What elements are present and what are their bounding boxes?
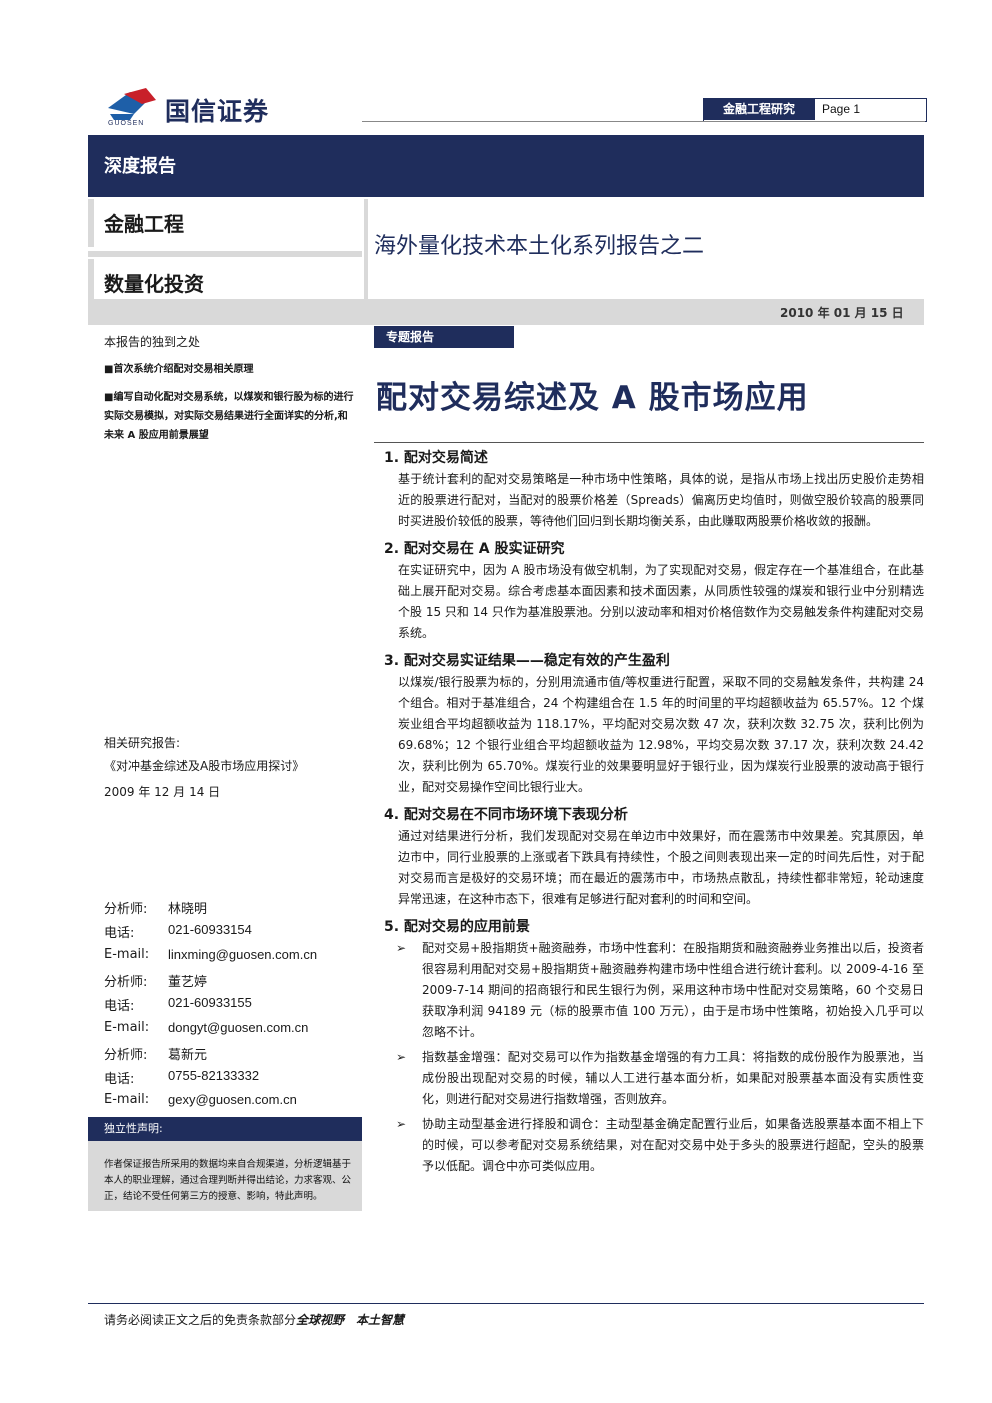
analyst-field-value: 021-60933155 <box>168 995 252 1010</box>
analyst-field-value: 林晓明 <box>168 902 208 917</box>
footer-slogan: 全球视野 本土智慧 <box>296 1313 405 1327</box>
section-paragraph: 通过对结果进行分析，我们发现配对交易在单边市中效果好，而在震荡市中效果差。究其原… <box>398 829 924 906</box>
section-heading: 1. 配对交易简述 <box>384 450 488 466</box>
highlights-title: 本报告的独到之处 <box>104 335 201 349</box>
analyst-field-label: 分析师: <box>104 975 148 990</box>
section-financial-engineering: 金融工程 <box>104 212 184 236</box>
list-item: ➢ 指数基金增强：配对交易可以作为指数基金增强的有力工具：将指数的成份股作为股票… <box>396 1047 924 1110</box>
date-bar <box>88 299 924 325</box>
analyst-email-link[interactable]: linxming@guosen.com.cn <box>168 947 318 962</box>
analyst-field-label: 电话: <box>104 999 135 1014</box>
footer-divider <box>88 1303 924 1304</box>
section-paragraph: 以煤炭/银行股票为标的，分别用流通市值/等权重进行配置，采取不同的交易触发条件，… <box>398 675 924 794</box>
section-divider <box>88 251 362 257</box>
analyst-field-label: 电话: <box>104 926 135 941</box>
analyst-field-value: 021-60933154 <box>168 922 252 937</box>
section-heading: 4. 配对交易在不同市场环境下表现分析 <box>384 807 628 823</box>
section-paragraph: 基于统计套利的配对交易策略是一种市场中性策略，具体的说，是指从市场上找出历史股价… <box>398 472 924 528</box>
logo-text: 国信证券 <box>165 97 270 126</box>
highlight-item: ■编写自动化配对交易系统，以煤炭和银行股为标的进行实际交易模拟，对实际交易结果进… <box>104 392 354 441</box>
footer-disclaimer-link[interactable]: 请务必阅读正文之后的免责条款部分 <box>104 1313 297 1327</box>
analyst-field-label: E-mail: <box>104 947 150 962</box>
analyst-field-value: 葛新元 <box>168 1048 208 1063</box>
arrow-bullet-icon: ➢ <box>396 941 407 955</box>
arrow-bullet-icon: ➢ <box>396 1050 407 1064</box>
series-title: 海外量化技术本土化系列报告之二 <box>374 234 705 259</box>
section-heading: 2. 配对交易在 A 股实证研究 <box>384 541 565 557</box>
bullet-text: 协助主动型基金进行择股和调仓：主动型基金确定配置行业后，如果备选股票基本面不相上… <box>422 1117 924 1173</box>
report-tag: 专题报告 <box>374 326 514 348</box>
related-report-date: 2009 年 12 月 14 日 <box>104 785 221 799</box>
report-date: 2010 年 01 月 15 日 <box>780 306 904 320</box>
analyst-field-label: E-mail: <box>104 1092 150 1107</box>
analyst-field-value: 0755-82133332 <box>168 1068 260 1083</box>
bullet-text: 配对交易+股指期货+融资融券，市场中性套利：在股指期货和融资融券业务推出以后，投… <box>422 941 924 1039</box>
analyst-field-label: 分析师: <box>104 1048 148 1063</box>
analyst-field-label: 电话: <box>104 1072 135 1087</box>
logo-subtext: GUOSEN <box>108 120 145 127</box>
arrow-bullet-icon: ➢ <box>396 1117 407 1131</box>
page-number: Page 1 <box>822 102 861 116</box>
report-type-band <box>88 135 924 197</box>
analyst-field-label: E-mail: <box>104 1020 150 1035</box>
guosen-logo-icon <box>108 88 156 120</box>
list-item: ➢ 配对交易+股指期货+融资融券，市场中性套利：在股指期货和融资融券业务推出以后… <box>396 938 924 1043</box>
section-paragraph: 在实证研究中，因为 A 股市场没有做空机制，为了实现配对交易，假定存在一个基准组… <box>398 563 924 640</box>
bullet-text: 指数基金增强：配对交易可以作为指数基金增强的有力工具：将指数的成份股作为股票池，… <box>422 1050 924 1106</box>
series-title-box <box>364 199 924 299</box>
report-type-title: 深度报告 <box>104 156 176 177</box>
main-content: 1. 配对交易简述 基于统计套利的配对交易策略是一种市场中性策略，具体的说，是指… <box>384 447 924 1181</box>
related-report-link[interactable]: 《对冲基金综述及A股市场应用探讨》 <box>104 759 305 773</box>
main-title: 配对交易综述及 A 股市场应用 <box>376 380 809 416</box>
section-box-inner <box>94 199 362 247</box>
title-divider <box>374 442 924 443</box>
section-heading: 3. 配对交易实证结果——稳定有效的产生盈利 <box>384 653 670 669</box>
section-heading: 5. 配对交易的应用前景 <box>384 919 530 935</box>
related-reports-title: 相关研究报告: <box>104 736 181 750</box>
section-box-inner <box>94 259 362 299</box>
section-quant-investing: 数量化投资 <box>104 272 204 296</box>
analyst-email-link[interactable]: gexy@guosen.com.cn <box>168 1092 297 1107</box>
disclaimer-text: 作者保证报告所采用的数据均来自合规渠道，分析逻辑基于本人的职业理解，通过合理判断… <box>88 1141 362 1211</box>
analyst-field-value: 董艺婷 <box>168 975 208 990</box>
highlight-item: ■首次系统介绍配对交易相关原理 <box>104 364 254 375</box>
list-item: ➢ 协助主动型基金进行择股和调仓：主动型基金确定配置行业后，如果备选股票基本面不… <box>396 1114 924 1177</box>
analyst-email-link[interactable]: dongyt@guosen.com.cn <box>168 1020 309 1035</box>
header-divider <box>362 121 925 122</box>
department-label: 金融工程研究 <box>703 98 815 120</box>
footer-note: 请务必阅读正文之后的免责条款部分全球视野 本土智慧 <box>104 1311 404 1328</box>
disclaimer-title: 独立性声明: <box>88 1117 362 1141</box>
analyst-field-label: 分析师: <box>104 902 148 917</box>
